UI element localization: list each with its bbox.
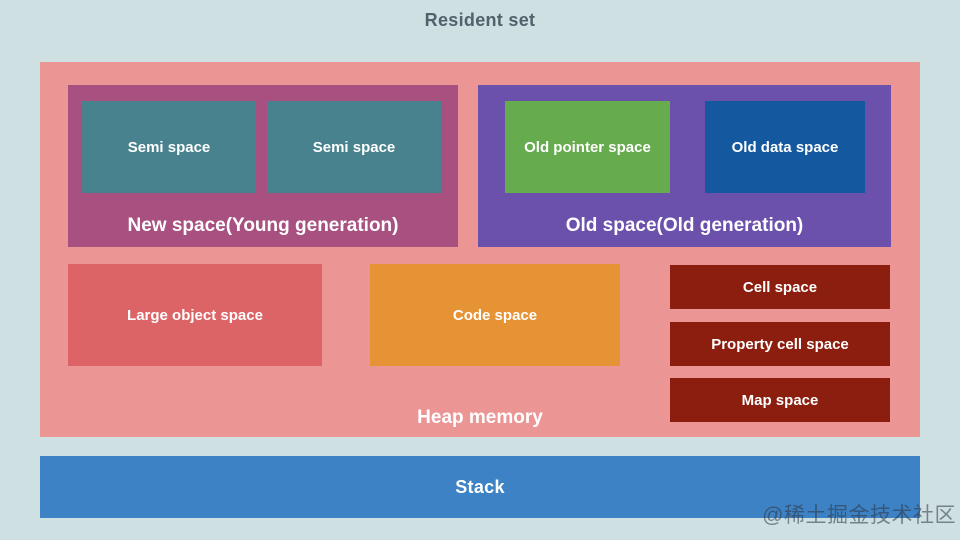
semi-space-label-2: Semi space (312, 138, 396, 156)
old-data-space-box: Old data space (705, 101, 865, 193)
old-pointer-space-label: Old pointer space (524, 138, 651, 156)
code-space-label: Code space (452, 306, 538, 324)
cell-space-box: Cell space (670, 265, 890, 309)
old-pointer-space-box: Old pointer space (505, 101, 670, 193)
semi-space-label-1: Semi space (127, 138, 211, 156)
property-cell-space-label: Property cell space (711, 335, 849, 353)
new-space-label: New space(Young generation) (127, 215, 399, 236)
cell-space-label: Cell space (742, 278, 818, 296)
new-space-box: Semi space Semi space New space(Young ge… (68, 85, 458, 247)
old-data-space-label: Old data space (731, 138, 839, 156)
large-object-space-box: Large object space (68, 264, 322, 366)
large-object-space-label: Large object space (127, 306, 263, 324)
semi-space-box-2: Semi space (267, 101, 441, 193)
map-space-label: Map space (741, 391, 819, 409)
code-space-box: Code space (370, 264, 620, 366)
semi-space-box-1: Semi space (82, 101, 256, 193)
stack-box: Stack (40, 456, 920, 518)
heap-memory-container: Semi space Semi space New space(Young ge… (40, 62, 920, 437)
heap-memory-label: Heap memory (417, 407, 543, 428)
old-space-box: Old pointer space Old data space Old spa… (478, 85, 891, 247)
stack-label: Stack (455, 476, 505, 497)
map-space-box: Map space (670, 378, 890, 422)
old-space-label: Old space(Old generation) (565, 215, 804, 236)
page-title: Resident set (424, 10, 536, 30)
property-cell-space-box: Property cell space (670, 322, 890, 366)
watermark: @稀土掘金技术社区 (762, 504, 956, 527)
